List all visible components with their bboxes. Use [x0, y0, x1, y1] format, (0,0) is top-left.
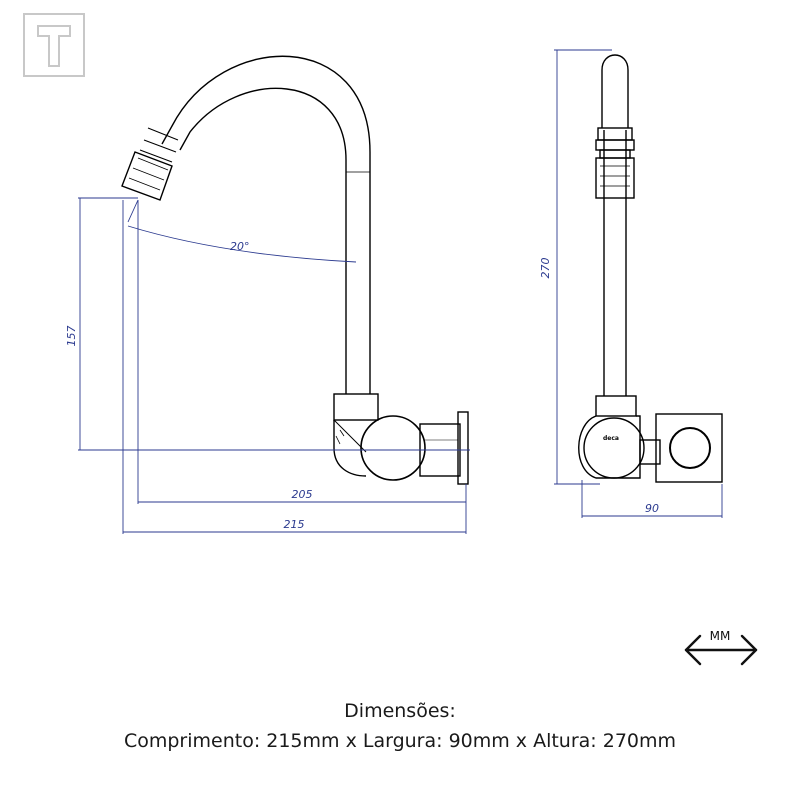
dimension-157: 157	[65, 326, 78, 347]
dimension-215: 215	[284, 518, 305, 531]
faucet-side-view	[578, 54, 723, 483]
dimension-angle: 20°	[230, 240, 250, 253]
front-dimension-lines	[78, 197, 470, 534]
dimension-270: 270	[539, 258, 552, 279]
unit-label: MM	[710, 629, 731, 643]
dimension-205: 205	[292, 488, 313, 501]
faucet-front-view	[121, 55, 469, 485]
side-dimension-lines	[554, 49, 723, 518]
caption-dimensions: Comprimento: 215mm x Largura: 90mm x Alt…	[123, 730, 677, 752]
brand-mark: deca	[603, 435, 619, 442]
double-arrow-icon	[684, 634, 758, 666]
caption-title: Dimensões:	[344, 700, 456, 722]
dimension-90: 90	[645, 502, 659, 515]
t-letter-logo-icon	[23, 13, 85, 77]
